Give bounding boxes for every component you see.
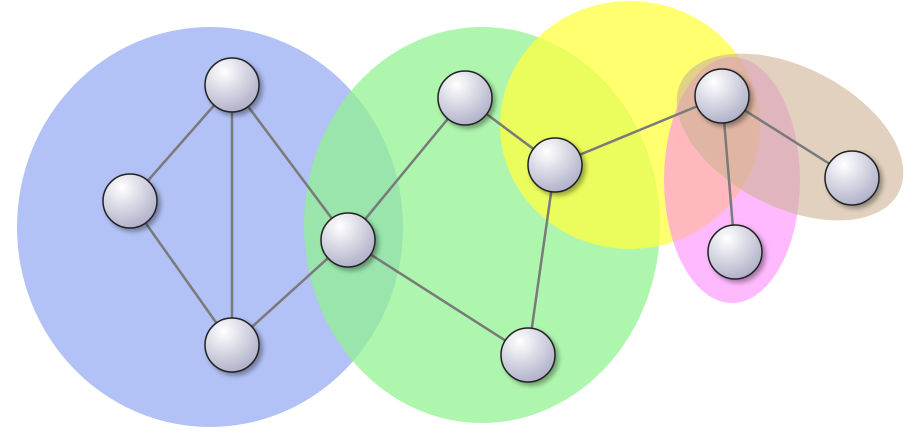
node-n10 — [707, 224, 763, 280]
node-n8 — [694, 68, 750, 124]
edge-n1-n4 — [230, 84, 350, 241]
node-n3 — [204, 317, 260, 373]
node-n6 — [527, 137, 583, 193]
edge-n4-n5 — [347, 97, 466, 241]
nodes-layer — [102, 57, 880, 383]
edge-n6-n7 — [526, 164, 557, 356]
community-blue — [17, 27, 403, 427]
edge-n2-n3 — [128, 200, 234, 346]
node-n7 — [500, 327, 556, 383]
node-n2 — [102, 173, 158, 229]
edge-n6-n8 — [554, 94, 723, 167]
node-n9 — [824, 150, 880, 206]
node-n4 — [320, 212, 376, 268]
node-n5 — [437, 70, 493, 126]
node-n1 — [204, 57, 260, 113]
edge-n4-n7 — [347, 238, 529, 357]
